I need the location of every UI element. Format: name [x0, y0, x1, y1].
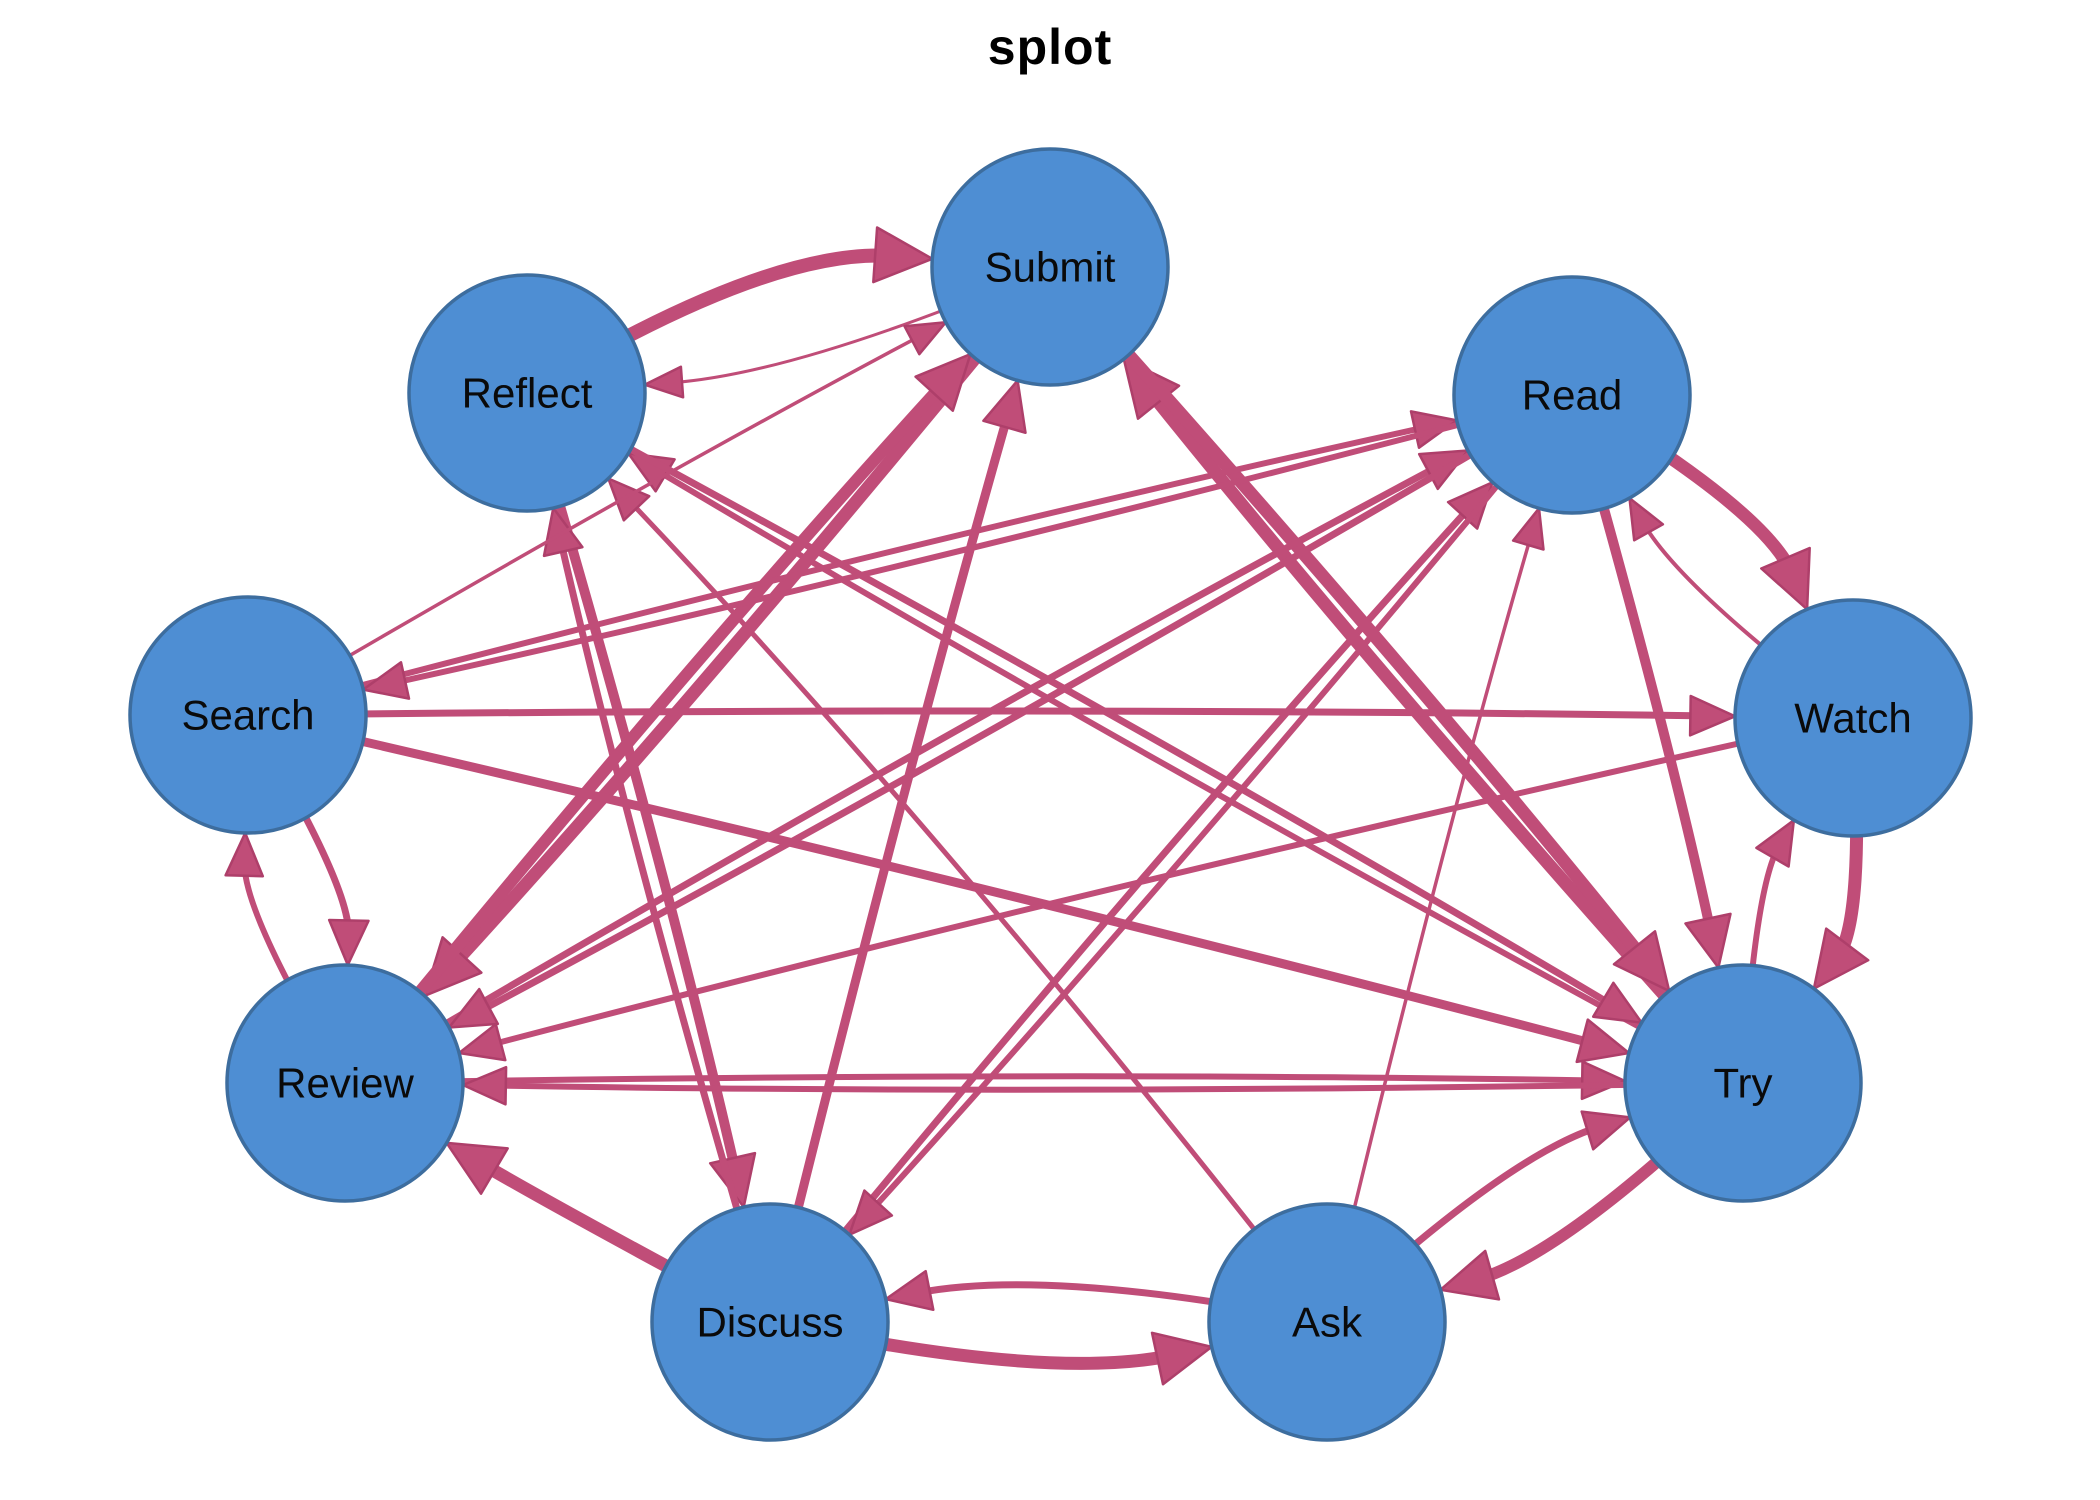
arrowhead-Ask-Reflect [607, 477, 651, 522]
chart-title: splot [987, 19, 1113, 75]
node-review [225, 963, 465, 1203]
node-reflect [407, 273, 647, 513]
edges-layer [224, 226, 1870, 1386]
edge-Search-Watch [247, 707, 1704, 720]
edge-Search-Submit [247, 333, 923, 717]
arrowhead-Try-Review [461, 1065, 508, 1106]
arrowhead-Reflect-Try [1591, 981, 1643, 1024]
edge-Search-Try [246, 710, 1598, 1049]
edge-Discuss-Reflect [556, 537, 774, 1323]
node-try [1623, 963, 1863, 1203]
arrowhead-Search-Submit [903, 321, 948, 356]
arrowhead-Search-Watch [1688, 694, 1737, 737]
edge-Watch-Review [487, 715, 1854, 1049]
arrowhead-Review-Submit [914, 352, 972, 412]
arrowhead-Read-Discuss [848, 1189, 894, 1236]
node-ask [1207, 1202, 1447, 1442]
arrowhead-Try-Ask [1439, 1249, 1501, 1301]
edge-Read-Search [391, 392, 1573, 687]
arrowhead-Read-Search [361, 661, 411, 700]
edge-Discuss-Submit [765, 411, 1013, 1324]
node-label-review: Review [276, 1060, 414, 1107]
node-label-watch: Watch [1794, 695, 1911, 742]
arrowhead-Ask-Discuss [884, 1269, 935, 1312]
edge-Try-Reflect [652, 466, 1745, 1086]
arrowhead-Submit-Try [1612, 930, 1671, 993]
node-submit [930, 147, 1170, 387]
arrowhead-Submit-Reflect [643, 365, 685, 399]
node-label-submit: Submit [985, 244, 1116, 291]
node-label-try: Try [1713, 1060, 1772, 1107]
arrowhead-Watch-Try [1812, 927, 1870, 990]
node-read [1452, 275, 1692, 515]
node-label-read: Read [1522, 372, 1622, 419]
arrowhead-Read-Try [1684, 912, 1732, 969]
arrowhead-Discuss-Ask [1150, 1331, 1213, 1386]
arrowhead-Watch-Review [457, 1022, 507, 1062]
arrowhead-Try-Watch [1755, 818, 1796, 868]
edge-Review-Read [343, 462, 1442, 1087]
arrowhead-Discuss-Submit [982, 379, 1027, 435]
node-discuss [650, 1202, 890, 1442]
arrowhead-Read-Review [447, 987, 500, 1029]
arrowhead-Discuss-Review [445, 1141, 509, 1195]
arrowhead-Review-Try [1580, 1060, 1627, 1101]
edge-Ask-Read [1325, 533, 1534, 1323]
arrowhead-Ask-Try [1580, 1110, 1632, 1151]
node-watch [1733, 598, 1973, 838]
edge-Search-Read [247, 423, 1429, 718]
arrowhead-Ask-Read [1511, 507, 1545, 551]
edge-Read-Discuss [867, 393, 1575, 1215]
edge-Submit-Try [1045, 262, 1650, 965]
node-label-ask: Ask [1292, 1299, 1363, 1346]
edge-Ask-Reflect [626, 497, 1329, 1324]
edge-Review-Submit [340, 377, 950, 1087]
node-label-search: Search [181, 692, 314, 739]
edge-Review-Try [344, 1073, 1596, 1086]
edge-Read-Review [475, 391, 1574, 1016]
arrowhead-Review-Search [224, 831, 265, 878]
arrowhead-Read-Watch [1760, 546, 1811, 611]
node-search [128, 595, 368, 835]
edge-Try-Review [492, 1080, 1744, 1093]
arrowhead-Watch-Read [1628, 496, 1665, 542]
node-label-reflect: Reflect [462, 370, 593, 417]
arrowhead-Discuss-Read [1446, 481, 1494, 530]
node-label-discuss: Discuss [696, 1299, 843, 1346]
arrowhead-Search-Review [327, 918, 370, 967]
arrowhead-Search-Try [1575, 1018, 1631, 1064]
arrowhead-Reflect-Submit [872, 226, 934, 284]
